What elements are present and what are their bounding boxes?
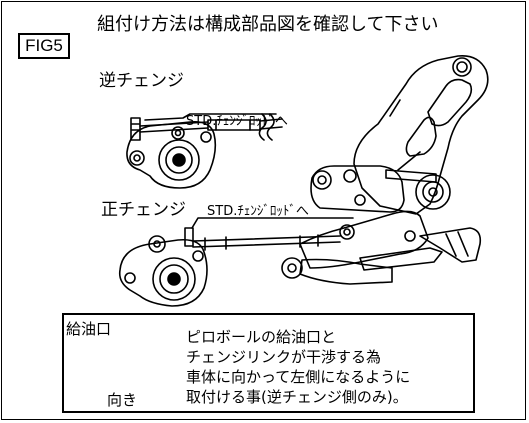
instruction-heading: 組付け方法は構成部品図を確認して下さい [97,14,439,35]
arm-bolt-a [339,224,355,240]
normal-pivot-inner [167,272,181,286]
note-line: チェンジリンクが干渉する為 [186,348,382,366]
reverse-pivot-mid [165,146,193,174]
link-bolt-a [343,169,357,183]
note-text: ピロボールの給油口と チェンジリンクが干渉する為 車体に向かって左側になるように… [186,327,410,407]
main-pivot-core [428,187,438,197]
normal-change-label: 正チェンジ [101,200,186,220]
reverse-rod-break [258,113,275,141]
oil-port-label: 給油口 [66,320,112,338]
normal-bolt-lower [124,272,136,284]
reverse-change-label: 逆チェンジ [99,71,184,91]
bracket-mount-boss [452,57,472,77]
note-box [62,313,475,413]
normal-bolt-right [192,250,204,262]
reverse-ball-stud [130,117,141,141]
reverse-ball-joint-inner [133,154,141,162]
normal-change-linkage [118,217,354,307]
reverse-bolt-top [171,126,185,140]
reverse-rod [139,121,209,133]
bracket-rib-a [389,99,421,171]
main-pivot-outer [415,174,451,210]
bracket-window-upper [427,78,473,127]
reverse-pivot-inner [172,153,186,167]
lower-lever-eye [281,257,303,279]
bracket-window-lower [405,116,437,157]
bracket-outline [353,54,489,215]
shift-arm [299,210,429,269]
rear-link-plate [310,165,405,213]
toe-peg [419,227,482,263]
lower-lever [299,258,393,285]
arm-bolt-a-inner [343,228,351,236]
normal-pivot-outer [152,257,196,301]
std-rod-label-mid: STD.ﾁｪﾝｼﾞﾛｯﾄﾞへ [207,204,309,219]
reverse-change-linkage [126,113,283,189]
reverse-bolt-top-inner [174,129,182,137]
note-line: 車体に向かって左側になるように [186,368,411,386]
lower-lever-eye-inner [287,263,297,273]
link-pivot-left-inner [317,175,327,185]
arm-bolt-b [404,230,416,242]
normal-bolt-left-inner [153,240,161,248]
figure-badge: FIG5 [18,33,70,59]
std-top-leader [144,113,277,121]
std-rod-label-top: STD.ﾁｪﾝｼﾞﾛｯﾄﾞへ [186,114,288,129]
rearset-assembly [281,54,489,285]
bracket-mount-hole [456,61,468,73]
note-line: ピロボールの給油口と [186,328,337,346]
reverse-bolt-right [200,131,212,143]
lever-arm [359,247,443,271]
normal-pivot-mid [159,264,189,294]
link-bolt-b [354,194,366,206]
normal-ball-stud [184,227,194,247]
pivot-washer [385,169,437,183]
std-mid-leader [191,217,354,229]
normal-bolt-left [148,235,166,253]
reverse-rod-sleeve [207,119,261,131]
direction-label: 向き [107,391,138,409]
note-line: 取付ける事(逆チェンジ側のみ)。 [186,388,408,406]
reverse-ball-joint [129,150,145,166]
reverse-pivot-outer [158,139,200,181]
link-pivot-left [312,170,332,190]
